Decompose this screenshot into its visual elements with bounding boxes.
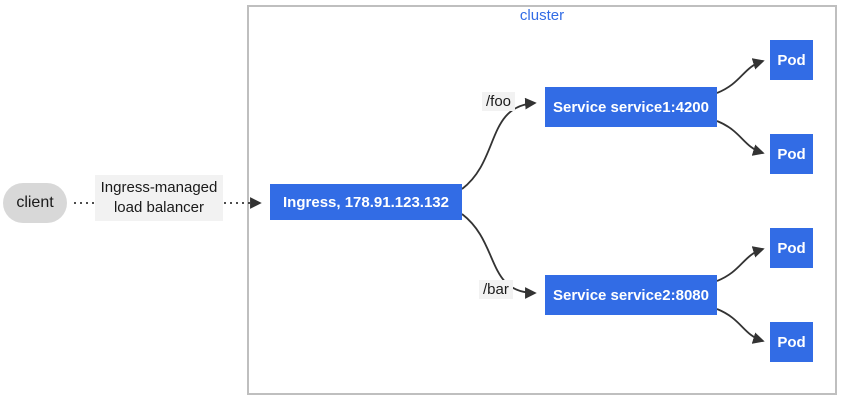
- edge-ingress-service2: [461, 213, 537, 299]
- client-node: client: [3, 183, 67, 223]
- service2-node: Service service2:8080: [545, 275, 717, 315]
- pod-node-4: Pod: [770, 322, 813, 362]
- pod-node-3: Pod: [770, 228, 813, 268]
- edge-ingress-service1: [461, 97, 537, 190]
- edge-service1-pod2: [716, 120, 765, 156]
- cluster-boundary: [247, 5, 837, 395]
- edge-service2-pod4: [716, 308, 765, 344]
- service1-node: Service service1:4200: [545, 87, 717, 127]
- route-label-foo: /foo: [482, 92, 516, 111]
- edge-service1-pod1: [716, 58, 765, 94]
- edge-service2-pod3: [716, 246, 765, 282]
- cluster-label: cluster: [519, 7, 565, 24]
- route-label-bar: /bar: [479, 280, 513, 299]
- pod-node-1: Pod: [770, 40, 813, 80]
- ingress-node: Ingress, 178.91.123.132: [270, 184, 462, 220]
- pod-node-2: Pod: [770, 134, 813, 174]
- load-balancer-label-line1: Ingress-managed: [100, 178, 218, 196]
- load-balancer-label-line2: load balancer: [113, 199, 205, 216]
- load-balancer-label: Ingress-managed load balancer: [95, 175, 223, 221]
